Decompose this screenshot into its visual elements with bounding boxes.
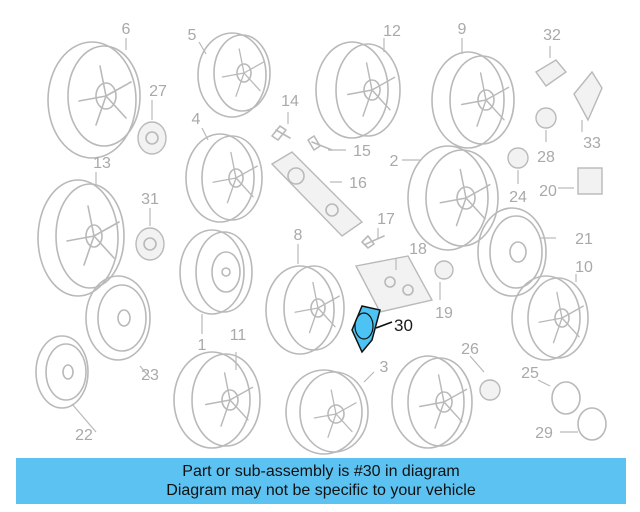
callout-19: 19 [435,305,453,322]
callout-33: 33 [583,135,601,152]
wheel-6 [47,41,141,159]
valve-15 [307,135,333,151]
callout-9: 9 [458,21,467,38]
hubcap-22 [35,335,89,409]
callout-12: 12 [383,23,401,40]
wheel-4 [185,133,263,223]
callout-3: 3 [380,359,389,376]
callout-25: 25 [521,365,539,382]
info-banner: Part or sub-assembly is #30 in diagram D… [16,458,626,504]
callout-13: 13 [93,155,111,172]
callout-4: 4 [192,111,201,128]
wheel-7 [391,355,473,449]
callout-17: 17 [377,211,395,228]
callout-10: 10 [575,259,593,276]
wheel-3 [285,369,369,455]
center-cap-31 [135,227,165,261]
callout-leaders [71,38,583,433]
callout-29: 29 [535,425,553,442]
bolt-14 [271,125,291,141]
wheel-9 [431,51,515,149]
tpms-kit-16 [270,151,364,237]
trim-33 [573,70,603,122]
wheel-2 [407,145,499,251]
callout-1: 1 [198,337,207,354]
bolt-set-18 [354,255,434,313]
callout-16: 16 [349,175,367,192]
hub-26 [479,379,501,401]
callout-14: 14 [281,93,299,110]
callout-31: 31 [141,191,159,208]
emblem-24 [507,147,529,169]
callout-28: 28 [537,149,555,166]
label-20 [577,167,603,195]
ring-25 [551,381,581,415]
banner-line-1: Part or sub-assembly is #30 in diagram [182,463,460,480]
bolt-17 [361,235,385,249]
callout-2: 2 [390,153,399,170]
part-30-highlighted [351,305,393,354]
nut-19 [434,260,454,280]
callout-15: 15 [353,143,371,160]
emblem-28 [535,107,557,129]
callout-21: 21 [575,231,593,248]
callout-8: 8 [294,227,303,244]
callout-20: 20 [539,183,557,200]
callout-11: 11 [230,327,247,344]
wheel-11 [173,351,261,449]
callout-6: 6 [122,21,131,38]
wheel-13 [37,179,125,297]
callout-32: 32 [543,27,561,44]
center-cap-27 [137,121,167,155]
hubcap-23 [85,275,151,361]
ring-29 [577,407,607,441]
parts-diagram: 6 5 12 9 32 27 4 14 15 33 28 13 2 16 24 … [35,21,607,455]
wheel-8 [265,265,345,355]
banner-line-2: Diagram may not be specific to your vehi… [166,482,476,499]
callout-27: 27 [149,83,167,100]
wheel-1-steel [179,229,253,315]
wheel-cover-21 [477,207,547,297]
callout-22: 22 [75,427,93,444]
callout-24: 24 [509,189,527,206]
wheel-5 [197,32,271,118]
wheel-12 [315,41,401,139]
wheel-10 [511,275,589,361]
badge-32 [534,59,568,87]
callout-18: 18 [409,241,427,258]
callout-26: 26 [461,341,479,358]
callout-5: 5 [188,27,197,44]
callout-23: 23 [141,367,159,384]
callout-30: 30 [394,316,413,335]
